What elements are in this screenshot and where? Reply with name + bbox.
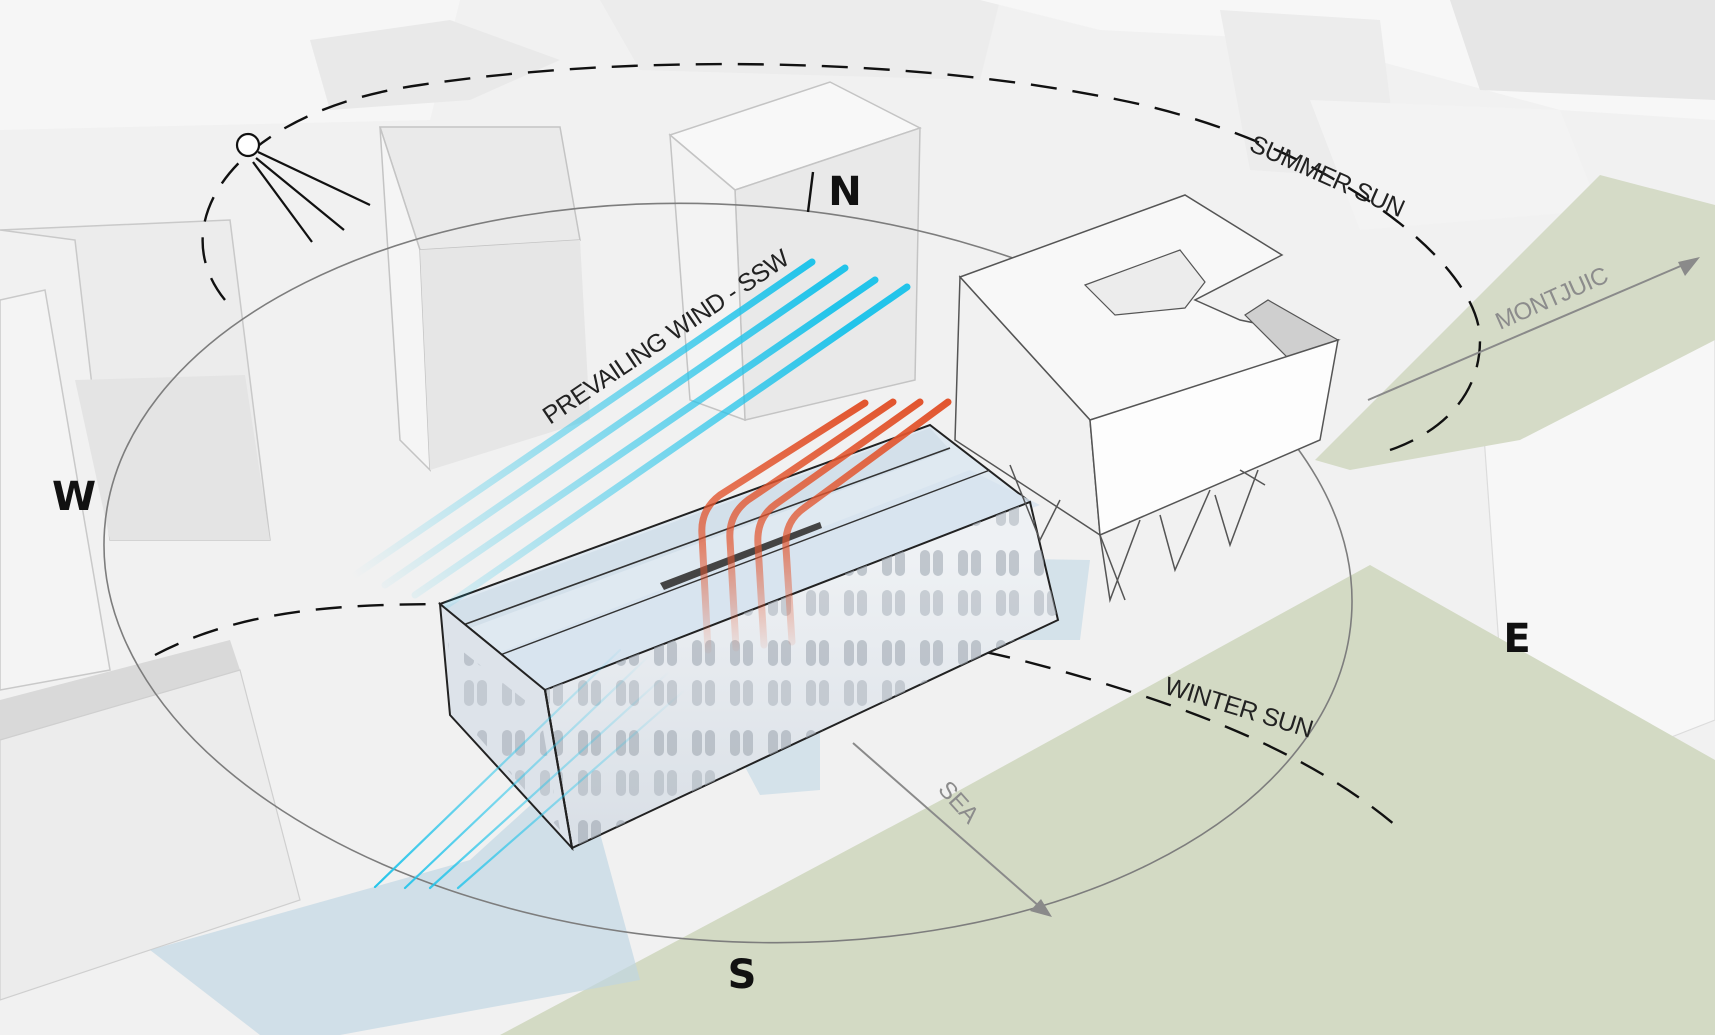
montjuic-arrow (1367, 257, 1700, 401)
warm-air-lines (698, 398, 952, 654)
compass-west-label: W (52, 474, 96, 520)
wind-lines-lower (373, 648, 712, 890)
piloti (1009, 464, 1266, 603)
beach-green-area (500, 565, 1715, 1035)
winter-sun-path (154, 602, 1396, 826)
main-hall-building (438, 423, 1060, 852)
building-shadow (150, 760, 640, 1035)
raised-building (954, 194, 1341, 603)
compass-north-label: N (828, 169, 861, 215)
north-tick (806, 171, 815, 213)
sea-arrow (852, 742, 1052, 917)
horizon-ellipse (103, 202, 1353, 944)
park-green-area (1315, 175, 1715, 470)
compass-south-label: S (728, 952, 757, 998)
compass-east-label: E (1503, 616, 1530, 662)
sun-icon (235, 132, 371, 243)
wind-lines-upper (351, 258, 911, 609)
